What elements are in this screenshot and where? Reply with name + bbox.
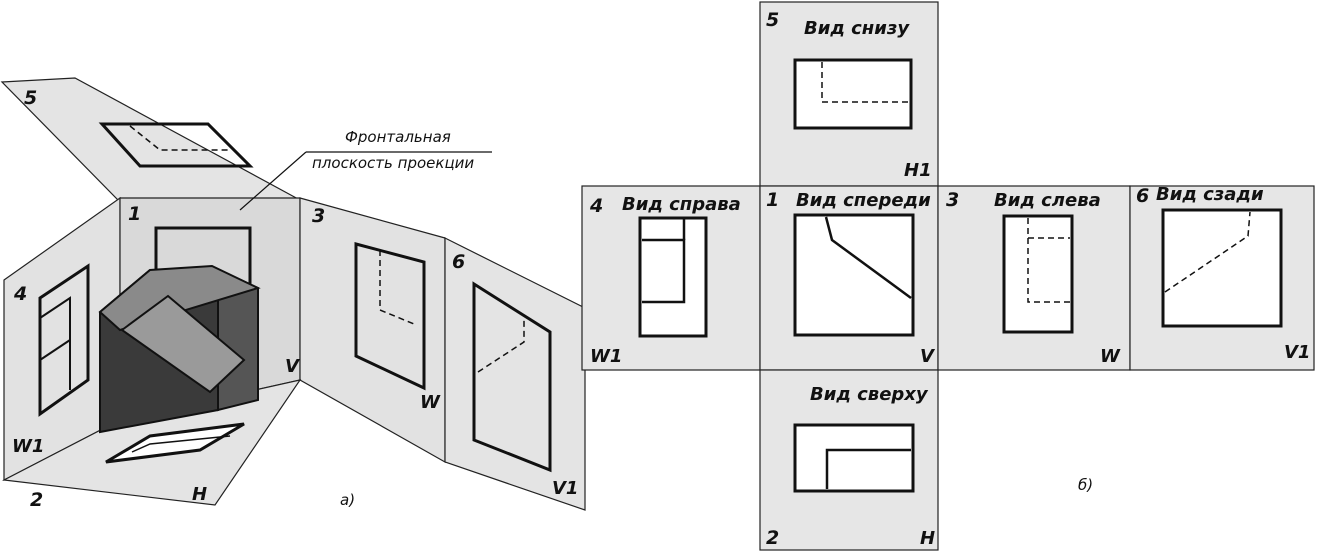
view-1-number: 1 xyxy=(766,189,779,211)
plane-number-1: 1 xyxy=(128,203,141,225)
plane-number-6: 6 xyxy=(452,251,465,273)
plane-letter-v1: V1 xyxy=(552,478,578,499)
plane-letter-v: V xyxy=(285,356,301,377)
annotation-leader xyxy=(239,151,307,211)
plane-4-inner-line xyxy=(39,339,71,361)
view-2-title: Вид сверху xyxy=(810,384,929,405)
plane-5-outline xyxy=(98,122,254,168)
view-2-plane: H xyxy=(920,528,935,549)
view-1-outline xyxy=(793,213,915,337)
view-5-title: Вид снизу xyxy=(804,18,910,39)
plane-number-2: 2 xyxy=(30,489,43,511)
view-2-number: 2 xyxy=(766,527,779,549)
view-3-hidden-line xyxy=(1027,218,1070,303)
plane-number-4: 4 xyxy=(13,283,27,305)
view-6-number: 6 xyxy=(1136,185,1149,207)
view-3-plane: W xyxy=(1100,346,1121,367)
plane-3-hidden-line xyxy=(379,250,415,325)
view-3-outline xyxy=(1002,214,1074,334)
plane-5-hidden-line xyxy=(129,125,230,151)
view-2-outline xyxy=(793,423,915,493)
view-5-plane: H1 xyxy=(904,160,932,181)
plane-5-bottom-view xyxy=(0,77,301,201)
view-3-title: Вид слева xyxy=(994,190,1101,211)
view-2-inner-line xyxy=(825,448,911,489)
view-5-hidden-line xyxy=(821,62,908,103)
plane-6-outline xyxy=(472,281,552,473)
view-4-number: 4 xyxy=(589,195,603,217)
isometric-drawing: 5 1 3 4 6 2 V W W1 V1 H Фронтальная плос… xyxy=(0,77,586,511)
view-6-plane: V1 xyxy=(1284,342,1310,363)
plane-6-rear-view xyxy=(444,237,586,511)
cube-cut-face xyxy=(120,294,246,394)
plane-letter-h: H xyxy=(192,484,207,505)
view-4-plane: W1 xyxy=(590,346,622,367)
plane-letter-w1: W1 xyxy=(12,436,44,457)
view-5-outline xyxy=(793,58,913,130)
annotation-line-1: Фронтальная xyxy=(345,128,451,146)
part-b-label: б) xyxy=(1078,476,1093,494)
view-1-plane: V xyxy=(920,346,936,367)
view-1-title: Вид спереди xyxy=(796,190,931,211)
view-5-number: 5 xyxy=(766,9,779,31)
annotation-line-2: плоскость проекции xyxy=(312,154,474,172)
plane-4-inner-lines xyxy=(39,296,71,390)
view-3-number: 3 xyxy=(946,189,959,211)
plane-number-3: 3 xyxy=(312,205,325,227)
plane-number-5: 5 xyxy=(24,87,37,109)
plane-3-outline xyxy=(354,242,426,391)
view-6-outline xyxy=(1161,208,1283,328)
plane-2-inner-line xyxy=(131,435,231,453)
view-1-cut-line xyxy=(824,216,912,300)
views-layout: 5 Вид снизу H1 4 Вид справа W1 1 Вид спе… xyxy=(581,1,1315,551)
plane-2-outline xyxy=(105,422,245,464)
plane-4-outline xyxy=(38,263,90,417)
view-4-title: Вид справа xyxy=(622,194,741,215)
cube-top-face xyxy=(98,264,261,332)
plane-6-hidden-line xyxy=(477,318,525,373)
plane-letter-w: W xyxy=(420,392,441,413)
view-4-inner-line xyxy=(642,238,686,304)
view-6-hidden-line xyxy=(1164,211,1251,293)
view-4-outline xyxy=(638,216,708,338)
part-a-label: а) xyxy=(340,491,355,509)
view-6-title: Вид сзади xyxy=(1156,184,1264,205)
